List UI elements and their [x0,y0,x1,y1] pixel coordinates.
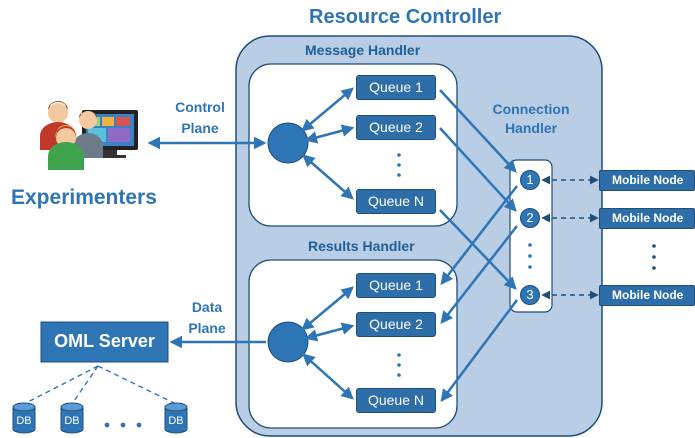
connection-port-2: 2 [520,208,540,228]
res-dispatch-arrow-2 [304,322,355,342]
link-port2-res-q2 [440,225,518,324]
message-queue-2: Queue 2 [356,115,436,140]
msg-ellipsis [397,153,401,177]
link-port3-res-qn [440,299,518,402]
mobile-node-ellipsis [652,244,656,270]
mobile-node-1: Mobile Node [599,170,695,191]
db-label-2: DB [64,415,80,427]
results-handler-box [248,259,458,429]
control-plane-line1: Control [175,99,225,115]
resource-controller-title: Resource Controller [309,6,502,28]
connection-handler-title-line1: Connection [492,101,570,117]
oml-server-box [40,321,169,363]
link-msg-q2-port2 [439,127,517,212]
db-icon [164,402,188,434]
control-plane-line2: Plane [181,120,219,136]
db-label-3: DB [168,415,184,427]
db-label-1: DB [16,415,32,427]
results-dispatcher-node [267,321,309,363]
db-ellipsis [104,422,142,428]
oml-db-links [23,365,177,405]
res-dispatch-arrow-1 [301,286,354,331]
db-icon [60,402,84,434]
message-handler-title: Message Handler [305,42,421,58]
db-icon [12,402,36,434]
results-queue-1: Queue 1 [356,273,436,298]
data-plane-line2: Plane [188,320,226,336]
mobile-node-3: Mobile Node [599,285,695,306]
msg-dispatch-arrow-2 [304,124,355,144]
res-ellipsis [397,353,401,377]
message-queue-n: Queue N [356,189,436,214]
link-port1-res-q1 [440,185,518,285]
message-queue-1: Queue 1 [356,75,436,100]
connection-port-3: 3 [520,285,540,305]
results-handler-title: Results Handler [308,238,415,254]
message-dispatcher-node [267,122,309,164]
port-ellipsis [528,243,532,269]
results-queue-n: Queue N [356,388,436,413]
results-queue-2: Queue 2 [356,312,436,337]
mobile-node-2: Mobile Node [599,208,695,229]
data-plane-label: Data Plane [167,297,247,339]
experimenters-icon [40,101,138,170]
res-dispatch-arrow-n [302,353,354,400]
connection-handler-title: Connection Handler [476,100,586,138]
link-msg-q1-port1 [439,89,517,173]
experimenters-label: Experimenters [11,186,157,209]
connection-handler-title-line2: Handler [504,120,558,136]
connection-port-1: 1 [520,170,540,190]
control-plane-label: Control Plane [160,97,240,139]
link-msg-qn-port3 [439,209,517,290]
oml-server-label: OML Server [54,331,155,351]
data-plane-line1: Data [191,299,223,315]
msg-dispatch-arrow-1 [301,87,354,132]
msg-dispatch-arrow-n [302,154,354,200]
